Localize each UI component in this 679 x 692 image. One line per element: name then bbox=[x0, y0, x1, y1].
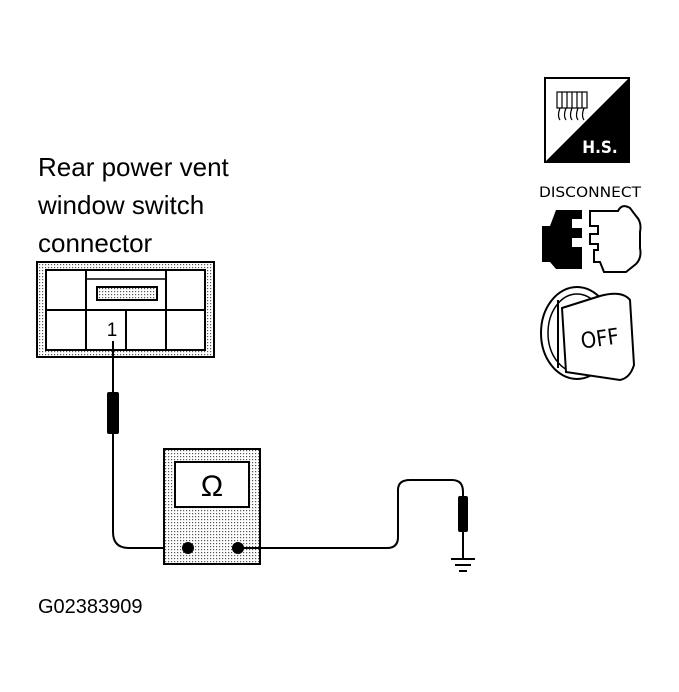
ohmmeter-display bbox=[174, 461, 250, 508]
title-line-2: window switch bbox=[38, 190, 205, 220]
hs-label: H.S. bbox=[582, 138, 617, 158]
harness-side-icon: H.S. bbox=[544, 77, 630, 163]
ignition-key-off-icon: OFF bbox=[540, 286, 636, 382]
disconnect-label: DISCONNECT bbox=[539, 185, 641, 201]
title-line-3: connector bbox=[38, 228, 153, 258]
wire-left bbox=[112, 434, 188, 549]
pin-1-label: 1 bbox=[107, 320, 118, 341]
connector: 1 bbox=[36, 261, 215, 358]
ohm-symbol: Ω bbox=[201, 470, 223, 503]
connector-latch bbox=[96, 286, 158, 301]
ohmmeter: Ω bbox=[163, 448, 261, 565]
connector-drawing-icon bbox=[556, 91, 588, 121]
disconnect-icon: DISCONNECT bbox=[539, 185, 642, 273]
key-off-label: OFF bbox=[579, 324, 620, 354]
probe-left bbox=[107, 341, 188, 549]
wire-right bbox=[238, 479, 464, 549]
ground-icon bbox=[451, 558, 475, 572]
probe-right bbox=[238, 479, 468, 558]
plug-male-icon bbox=[542, 210, 582, 269]
plug-female-icon bbox=[589, 205, 642, 273]
connector-title: Rear power vent window switch connector bbox=[38, 148, 298, 262]
terminal-left bbox=[182, 542, 194, 554]
title-line-1: Rear power vent bbox=[38, 152, 229, 182]
figure-code: G02383909 bbox=[38, 596, 143, 618]
